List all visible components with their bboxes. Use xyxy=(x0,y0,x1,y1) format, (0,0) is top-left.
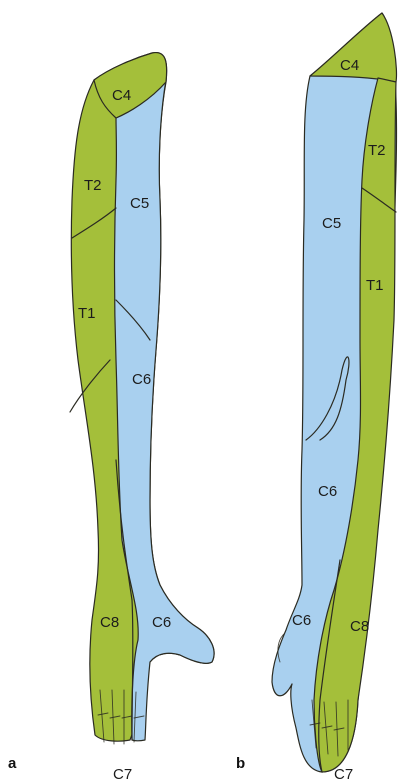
panel-b-label-c6-arm: C6 xyxy=(318,483,337,500)
panel-b-arm: C4 T2 C5 T1 C6 C6 C8 xyxy=(272,13,396,772)
panel-a-label-c5: C5 xyxy=(130,195,149,212)
panel-a-label-t2: T2 xyxy=(84,177,102,194)
panel-a-label-c6-arm: C6 xyxy=(132,371,151,388)
panel-b-letter: b xyxy=(236,755,245,772)
panel-a-label-t1: T1 xyxy=(78,305,96,322)
panel-a-label-c8: C8 xyxy=(100,614,119,631)
panel-a-arm: C4 T2 C5 T1 C6 C8 C6 xyxy=(70,53,214,744)
panel-a-label-c7: C7 xyxy=(113,766,132,783)
panel-b-label-t1: T1 xyxy=(366,277,384,294)
panel-a-label-c4: C4 xyxy=(112,87,131,104)
panel-b-label-c4: C4 xyxy=(340,57,359,74)
panel-b-label-c7: C7 xyxy=(334,766,353,783)
panel-b-label-c8: C8 xyxy=(350,618,369,635)
panel-a-letter: a xyxy=(8,755,17,772)
panel-a-label-c6-hand: C6 xyxy=(152,614,171,631)
panel-b-label-t2: T2 xyxy=(368,142,386,159)
panel-b-label-c5: C5 xyxy=(322,215,341,232)
panel-b-label-c6-hand: C6 xyxy=(292,612,311,629)
